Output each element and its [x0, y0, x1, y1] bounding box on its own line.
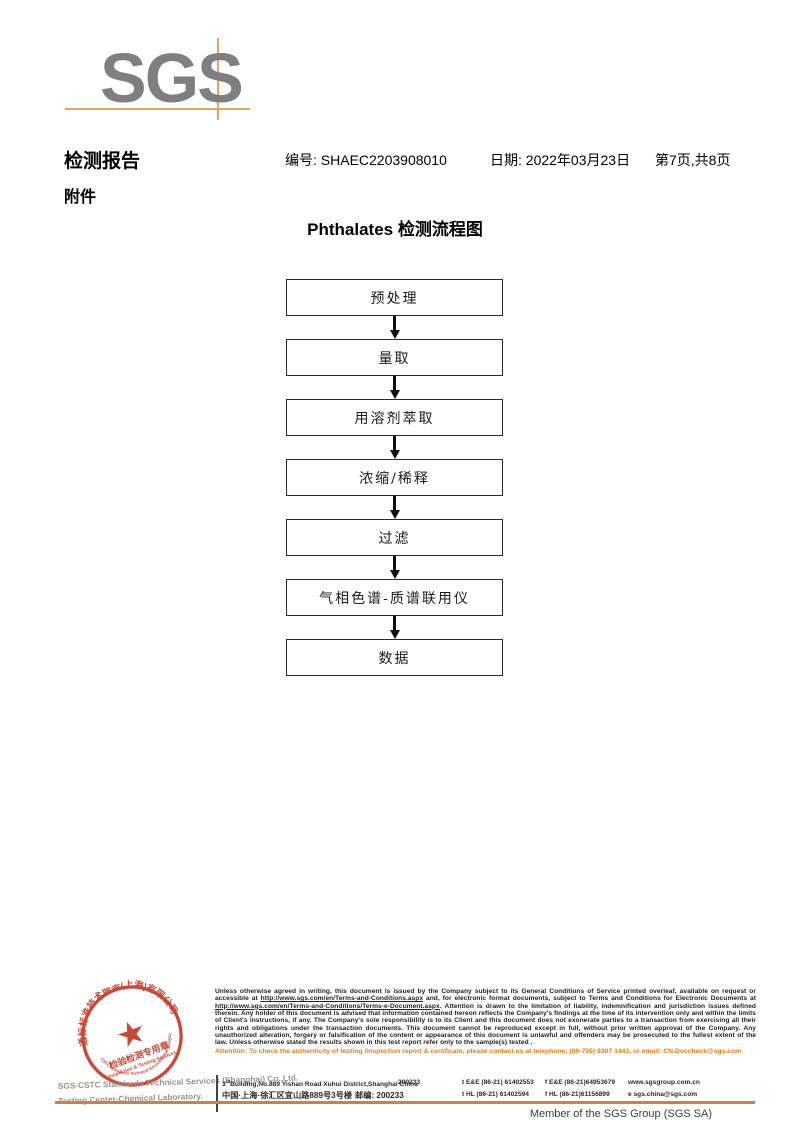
flow-arrow-down-icon: [286, 376, 503, 399]
flow-step-box: 数据: [286, 639, 503, 676]
fax-hl: f HL (86-21)61156899: [545, 1091, 610, 1098]
address-en-ordinal: rd: [225, 1079, 231, 1084]
postcode-label: 邮编:: [355, 1091, 375, 1100]
attention-notice: Attention: To check the authenticity of …: [215, 1048, 742, 1055]
postcode-value: 200233: [376, 1091, 404, 1100]
flow-step-label: 浓缩/稀释: [359, 470, 430, 487]
address-en-number: 3: [222, 1081, 226, 1089]
report-date-label: 日期:: [490, 152, 522, 168]
flow-arrow-down-icon: [286, 436, 503, 459]
flow-step-box: 用溶剂萃取: [286, 399, 503, 436]
flow-step-label: 预处理: [370, 290, 419, 307]
report-title: 检测报告: [64, 151, 141, 172]
phone-ee: t E&E (86-21) 61402553: [462, 1079, 534, 1086]
flow-arrow-down-icon: [286, 316, 503, 339]
flow-step-box: 气相色谱-质谱联用仪: [286, 579, 503, 616]
address-chinese: 中国·上海·徐汇区宜山路889号3号楼: [222, 1091, 353, 1100]
legal-disclaimer: Unless otherwise agreed in writing, this…: [215, 988, 756, 1047]
report-number-label: 编号:: [285, 152, 317, 168]
flow-step-label: 数据: [378, 650, 411, 667]
flow-arrow-down-icon: [286, 556, 503, 579]
sgs-membership-note: Member of the SGS Group (SGS SA): [529, 1108, 712, 1120]
flow-step-box: 浓缩/稀释: [286, 459, 503, 496]
terms-e-document-link: http://www.sgs.com/en/Terms-and-Conditio…: [215, 1002, 440, 1010]
flow-step-label: 气相色谱-质谱联用仪: [319, 590, 470, 607]
flow-arrow-down-icon: [286, 496, 503, 519]
address-english: 3rdBuilding,No.889 Yishan Road Xuhui Dis…: [222, 1079, 418, 1088]
flow-step-box: 量取: [286, 339, 503, 376]
stamp-ring: [81, 985, 183, 1087]
terms-link: http://www.sgs.com/en/Terms-and-Conditio…: [260, 995, 424, 1003]
legal-text-part3: . Attention is drawn to the limitation o…: [215, 1002, 756, 1047]
report-number: 编号: SHAEC2203908010: [285, 150, 447, 170]
flow-arrow-down-icon: [286, 616, 503, 639]
flowchart-title: Phthalates 检测流程图: [307, 220, 483, 239]
logo-text: SGS: [100, 39, 244, 117]
flow-step-label: 用溶剂萃取: [354, 410, 435, 427]
legal-text-part2: and, for electronic format documents, su…: [423, 995, 756, 1003]
logo-crosshair-vertical: [217, 38, 219, 120]
flow-step-label: 过滤: [378, 530, 411, 547]
postcode-english: 200233: [398, 1079, 421, 1086]
page-indicator: 第7页,共8页: [655, 152, 731, 168]
flow-step-label: 量取: [378, 350, 411, 367]
flow-step-box: 过滤: [286, 519, 503, 556]
postcode-chinese: 邮编: 200233: [355, 1089, 404, 1101]
legal-text-part1: Unless otherwise agreed in writing, this…: [215, 988, 756, 1003]
phone-hl: t HL (86-21) 61402594: [462, 1091, 529, 1098]
flow-step-box: 预处理: [286, 279, 503, 316]
address-divider: [216, 1075, 218, 1112]
fax-ee: f E&E (86-21)64953679: [545, 1079, 616, 1086]
report-number-value: SHAEC2203908010: [320, 152, 447, 168]
logo-crosshair-horizontal: [65, 108, 250, 110]
stamp-company-name: SGS-CSTC Standards Technical Services (S…: [58, 1072, 299, 1109]
website-url: www.sgsgroup.com.cn: [628, 1079, 700, 1086]
address-en-text: Building,No.889 Yishan Road Xuhui Distri…: [230, 1081, 418, 1089]
email-address: e sgs.china@sgs.com: [628, 1091, 698, 1098]
report-date-value: 2022年03月23日: [525, 152, 631, 168]
sgs-logo: SGS: [55, 20, 255, 140]
report-date: 日期: 2022年03月23日: [490, 150, 630, 170]
flowchart-steps: 预处理量取用溶剂萃取浓缩/稀释过滤气相色谱-质谱联用仪数据: [286, 279, 503, 676]
attachment-label: 附件: [64, 189, 97, 206]
footer-rule: [55, 1101, 755, 1104]
